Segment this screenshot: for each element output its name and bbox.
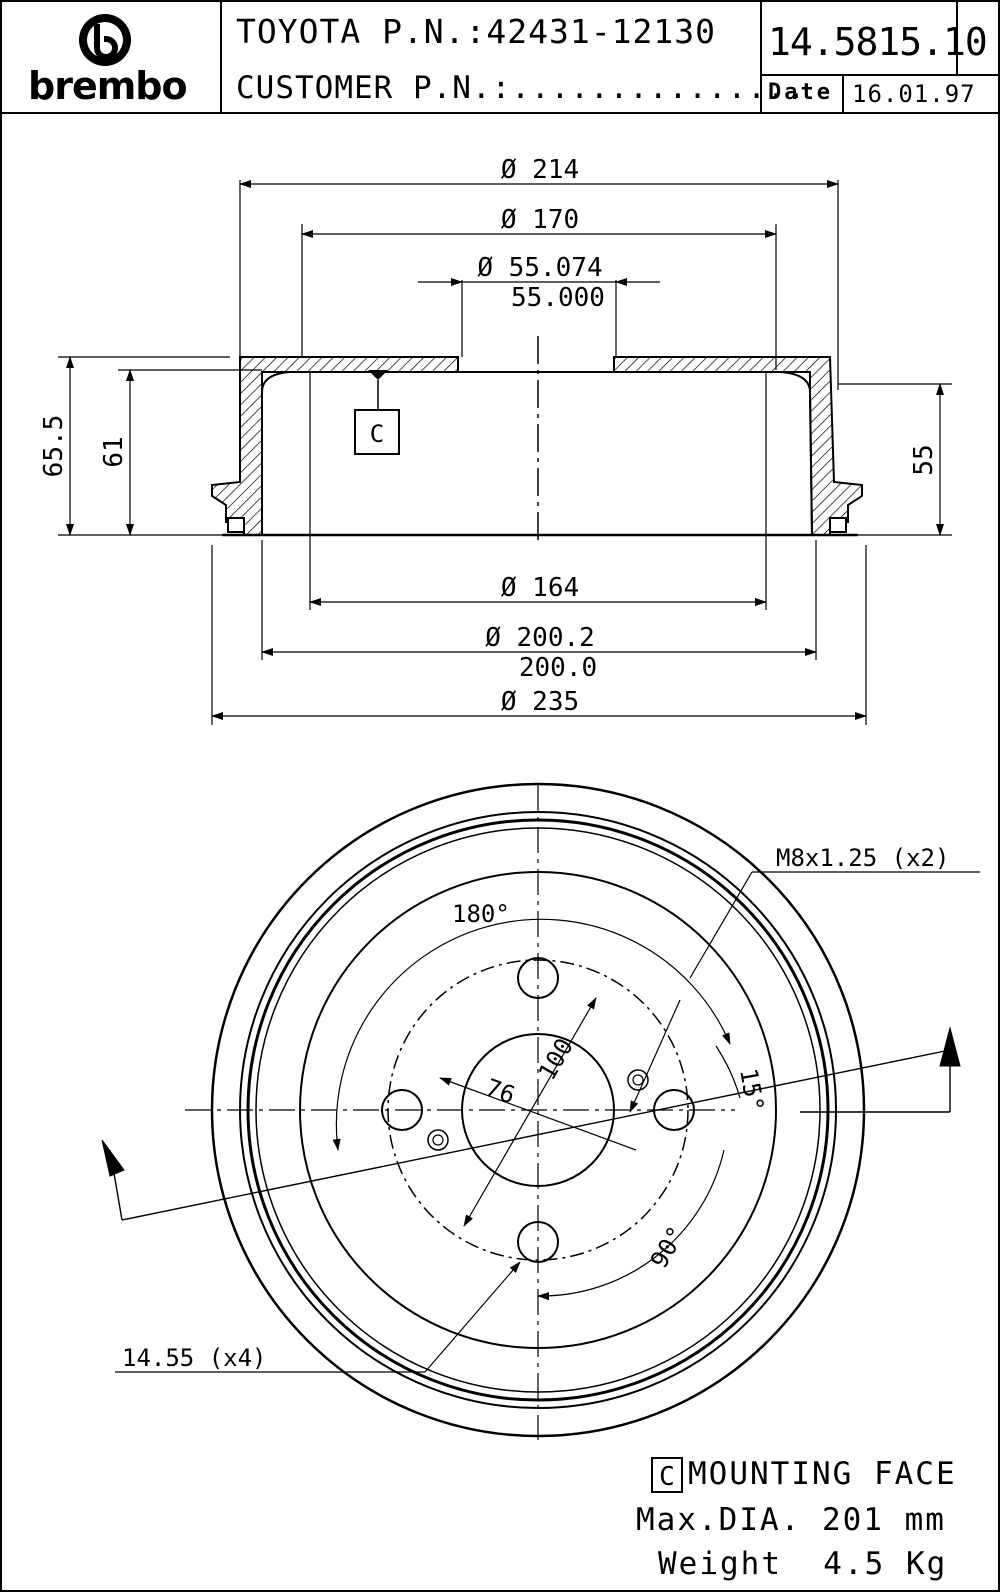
dim-height-61: 61 xyxy=(99,436,129,467)
thread-spec-label: M8x1.25 (x2) xyxy=(776,844,949,872)
angle-180-label: 180° xyxy=(452,900,510,928)
thread-hole-lower xyxy=(427,1129,449,1151)
header-pn-tail xyxy=(956,0,958,74)
thread-hole-upper xyxy=(627,1069,649,1091)
dim-diameter-170: Ø 170 xyxy=(501,205,579,235)
diameter-76-label: 76 xyxy=(482,1073,519,1109)
dim-diameter-200-2: Ø 200.2 xyxy=(485,623,595,653)
dim-height-55: 55 xyxy=(909,444,939,475)
header-bottom-rule xyxy=(0,112,1000,114)
max-diameter-label: Max.DIA. 201 mm xyxy=(636,1502,946,1538)
brembo-logo xyxy=(79,14,131,66)
hole-size-label: 14.55 (x4) xyxy=(122,1344,267,1372)
mounting-face-label: MOUNTING FACE xyxy=(688,1456,957,1492)
dim-diameter-235: Ø 235 xyxy=(501,687,579,717)
front-view xyxy=(101,782,980,1440)
header-divider-logo xyxy=(220,0,222,112)
front-view-labels: M8x1.25 (x2) 180° 15° 90° 100 76 14.55 (… xyxy=(122,844,949,1372)
section-view xyxy=(58,180,952,725)
weight-label: Weight 4.5 Kg xyxy=(658,1546,948,1582)
oem-part-number: TOYOTA P.N.:42431-12130 xyxy=(236,12,716,51)
brand-name: brembo xyxy=(28,64,188,108)
datum-c-label: C xyxy=(370,420,384,448)
footer-datum-letter: C xyxy=(659,1462,675,1492)
date-value: 16.01.97 xyxy=(852,80,976,108)
drum-section-hatch-left xyxy=(211,356,459,536)
header-date-rule xyxy=(760,74,1000,76)
dim-diameter-200-0: 200.0 xyxy=(519,653,597,683)
drum-section-hatch-right xyxy=(613,356,863,536)
dim-height-65-5: 65.5 xyxy=(39,415,69,478)
dim-diameter-55-000: 55.000 xyxy=(511,283,605,313)
footer-datum-box xyxy=(651,1457,683,1493)
brembo-logo-icon xyxy=(79,14,131,66)
date-label: Date xyxy=(768,80,833,105)
brembo-part-number: 14.5815.10 xyxy=(768,20,988,64)
angle-15-label: 15° xyxy=(734,1066,769,1114)
header-date-divider xyxy=(842,76,844,112)
header-divider-pn xyxy=(760,0,762,112)
dim-diameter-55-074: Ø 55.074 xyxy=(477,253,602,283)
customer-part-number: CUSTOMER P.N.:............... xyxy=(236,70,807,106)
dim-diameter-164: Ø 164 xyxy=(501,573,579,603)
section-dim-labels: Ø 214 Ø 170 Ø 55.074 55.000 Ø 164 Ø 200.… xyxy=(39,155,939,717)
dim-diameter-214: Ø 214 xyxy=(501,155,579,185)
